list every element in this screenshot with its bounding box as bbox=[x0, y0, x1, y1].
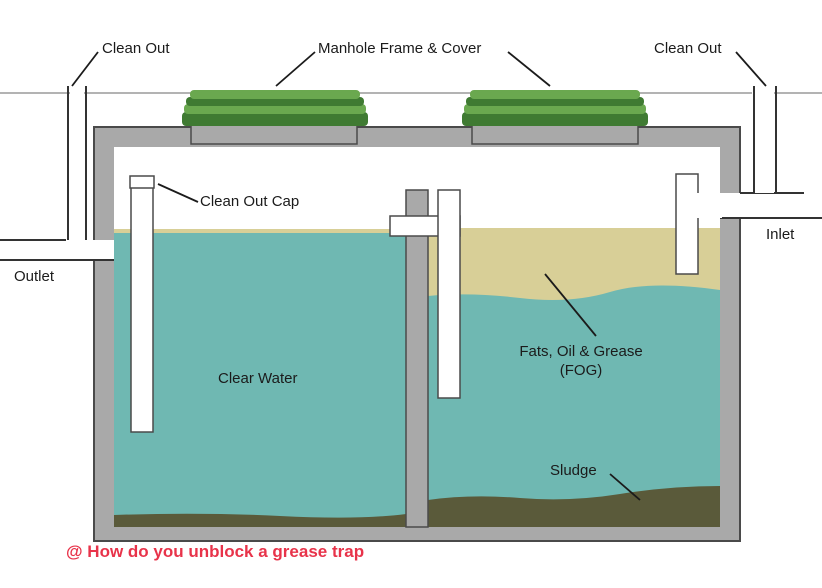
label-clear-water: Clear Water bbox=[218, 370, 298, 387]
water-layer bbox=[428, 285, 720, 527]
sludge-layer bbox=[428, 486, 720, 527]
label-inlet: Inlet bbox=[766, 226, 795, 243]
label-manhole: Manhole Frame & Cover bbox=[318, 40, 482, 57]
outlet-pipe bbox=[0, 86, 114, 261]
baffle-wall bbox=[405, 189, 429, 528]
label-clean-out-cap: Clean Out Cap bbox=[200, 193, 300, 210]
clean-out-riser bbox=[129, 175, 155, 433]
right-chamber bbox=[428, 228, 720, 527]
label-sludge: Sludge bbox=[550, 462, 597, 479]
left-chamber bbox=[114, 229, 406, 527]
leader-lines bbox=[71, 51, 767, 501]
inlet-pipe bbox=[675, 86, 822, 275]
manhole-left bbox=[182, 90, 368, 145]
clean-out-cap-shape bbox=[129, 175, 155, 189]
manhole-right bbox=[462, 90, 648, 145]
label-outlet: Outlet bbox=[14, 268, 55, 285]
t-baffle-pipe bbox=[389, 189, 461, 399]
label-clean-out-left: Clean Out bbox=[102, 40, 170, 57]
label-fog-line2: (FOG) bbox=[559, 362, 603, 379]
label-clean-out-right: Clean Out bbox=[654, 40, 722, 57]
label-fog-line1: Fats, Oil & Grease bbox=[519, 343, 643, 360]
label-fog: Fats, Oil & Grease (FOG) bbox=[506, 342, 656, 380]
left-sludge bbox=[114, 513, 406, 527]
image-caption: @ How do you unblock a grease trap bbox=[66, 542, 365, 561]
